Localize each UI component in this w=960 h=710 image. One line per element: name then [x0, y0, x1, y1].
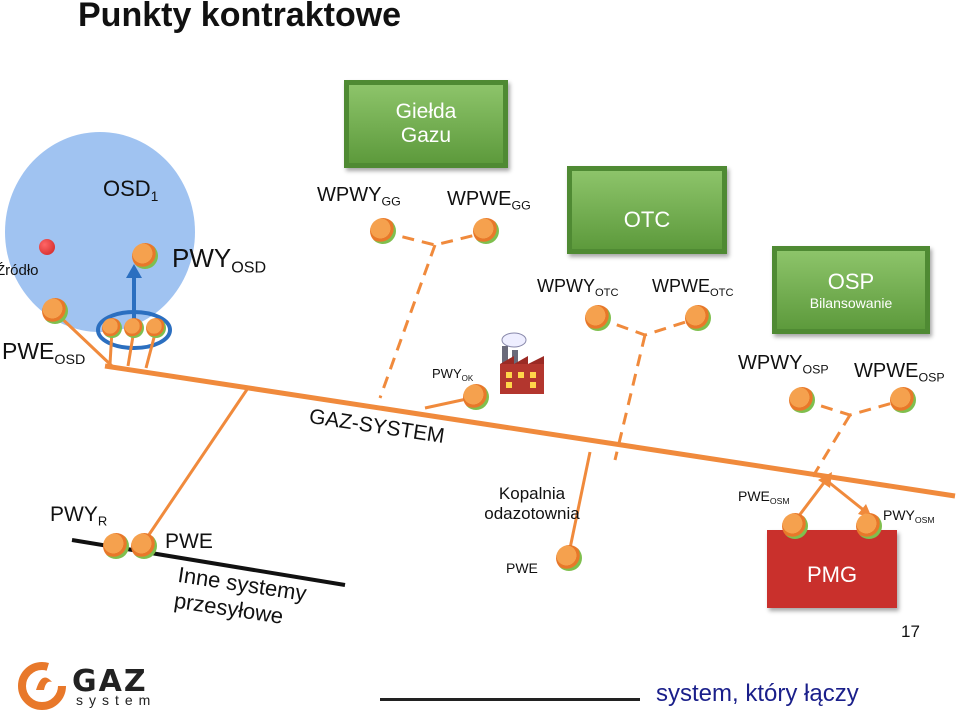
kopalnia-label: Kopalnia odazotownia [470, 484, 594, 524]
logo-sub: system [76, 692, 157, 708]
osd-area [5, 132, 195, 332]
zrodlo-label: Źródło [0, 262, 39, 279]
wpwy-gg-node [370, 218, 396, 244]
wpwe-otc-label: WPWEOTC [652, 276, 734, 299]
kopalnia-pwe-label: PWE [506, 560, 538, 576]
otc-label: OTC [623, 207, 671, 232]
gielda-line1: Giełda [395, 100, 457, 123]
otc-box: OTC [567, 166, 727, 254]
osp-dashed [801, 398, 904, 417]
wpwy-osp-label: WPWYOSP [738, 352, 829, 377]
pmg-arrow-out [825, 478, 867, 514]
pwy-osm-node [856, 513, 882, 539]
pwe-osm-label: PWEOSM [738, 488, 790, 507]
slogan: system, który łączy [656, 680, 859, 707]
kopalnia-leg [566, 451, 592, 559]
osp-box: OSP Bilansowanie [772, 246, 930, 334]
kopalnia-line2: odazotownia [484, 504, 580, 523]
pwe-osd-node [42, 298, 68, 324]
pwy-r-node [103, 533, 129, 559]
otc-dashed [597, 316, 699, 337]
pmg-arrow-in-head [818, 472, 832, 488]
wpwy-otc-node [585, 305, 611, 331]
osp-line2: Bilansowanie [809, 295, 893, 311]
pwe-inne-label: PWE [165, 530, 213, 553]
pwy-osd-node [132, 243, 158, 269]
gg-dashed-down [378, 244, 437, 399]
footer-divider [380, 698, 640, 701]
osd-node [102, 318, 122, 338]
osd-node [124, 318, 144, 338]
pwe-inne-node [131, 533, 157, 559]
osd-label: OSD1 [103, 176, 159, 204]
pwe-osd-label: PWEOSD [2, 338, 86, 368]
pwy-osd-label: PWYOSD [172, 243, 267, 277]
wpwe-osp-label: WPWEOSP [854, 360, 945, 385]
page-number: 17 [901, 622, 920, 641]
wpwy-gg-label: WPWYGG [317, 184, 401, 209]
zrodlo-marker [39, 239, 55, 255]
pmg-label: PMG [806, 562, 858, 587]
page-title: Punkty kontraktowe [78, 0, 402, 34]
pmg-box: PMG [767, 530, 897, 608]
osd-node [146, 318, 166, 338]
wpwe-gg-label: WPWEGG [447, 188, 531, 213]
pwe-osd-leg [53, 310, 114, 368]
gielda-gazu-box: Giełda Gazu [344, 80, 508, 168]
wpwy-osp-node [789, 387, 815, 413]
osd-arrow-head [126, 264, 142, 278]
pwe-osm-node [782, 513, 808, 539]
pwy-ok-label: PWYOK [432, 366, 474, 383]
gg-dashed [382, 230, 489, 247]
osp-dashed-down [810, 414, 852, 479]
wpwe-otc-node [685, 305, 711, 331]
gielda-line2: Gazu [400, 124, 452, 147]
pwy-osm-label: PWYOSM [883, 507, 935, 526]
wpwe-gg-node [473, 218, 499, 244]
osp-line1: OSP [827, 269, 875, 294]
wpwe-osp-node [890, 387, 916, 413]
pwe-inne-leg [140, 387, 250, 546]
gaz-system-logo-icon [18, 662, 66, 710]
otc-dashed-down [613, 334, 647, 461]
factory-icon [500, 332, 544, 394]
logo-brand: GAZ [72, 664, 148, 699]
wpwy-otc-label: WPWYOTC [537, 276, 619, 299]
pwy-r-label: PWYR [50, 503, 108, 529]
kopalnia-pwe-node [556, 545, 582, 571]
pwy-ok-node [463, 384, 489, 410]
kopalnia-line1: Kopalnia [498, 484, 566, 503]
